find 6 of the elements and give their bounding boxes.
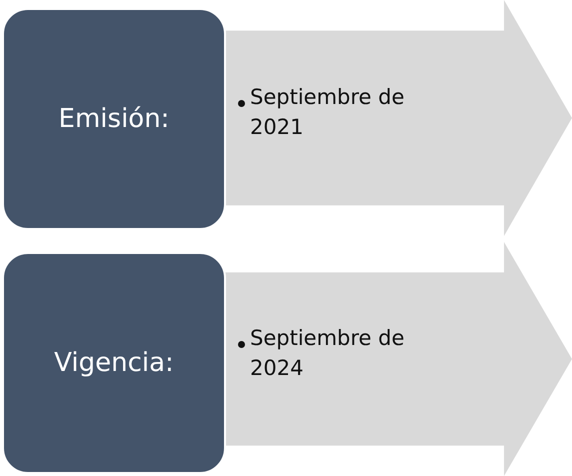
label-text: Vigencia:	[54, 348, 174, 378]
bullet-text: Septiembre de 2021	[250, 84, 406, 141]
bullet-text: Septiembre de 2024	[250, 325, 406, 382]
label-text: Emisión:	[58, 104, 170, 134]
label-box	[2, 252, 226, 474]
label-box	[2, 8, 226, 230]
